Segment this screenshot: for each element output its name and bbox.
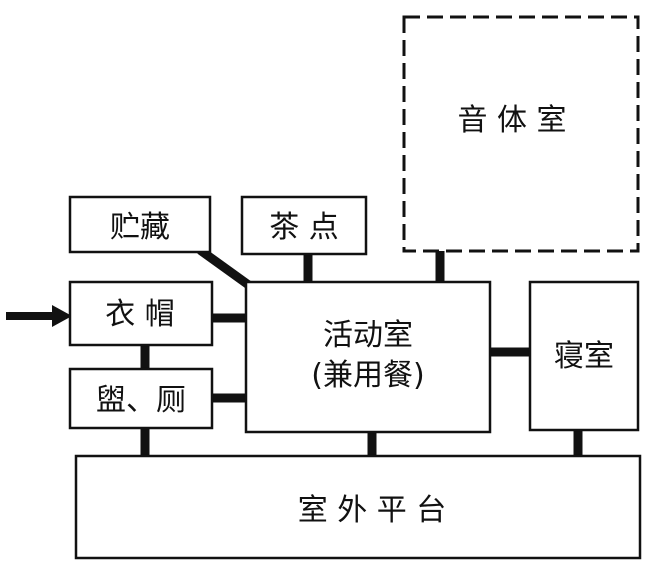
coats-box <box>68 280 214 347</box>
coats-label: 衣 帽 <box>105 297 175 332</box>
activity-room-box <box>244 280 492 434</box>
tea-label: 茶 点 <box>269 210 339 245</box>
link-storage-activity <box>197 246 253 290</box>
entrance-arrow-icon <box>6 305 72 327</box>
storage-label: 贮藏 <box>110 210 170 245</box>
terrace-label: 室 外 平 台 <box>298 493 447 528</box>
terrace-box <box>74 454 642 560</box>
activity-room-label: 活动室 <box>323 318 413 353</box>
music-room-label: 音 体 室 <box>457 103 566 138</box>
bedroom-box <box>528 280 640 432</box>
storage-box <box>68 195 212 254</box>
tea-box <box>240 195 368 256</box>
washroom-label: 盥、厕 <box>96 383 186 418</box>
music-room-box <box>402 15 640 253</box>
activity-room-sublabel: (兼用餐) <box>311 358 424 393</box>
bedroom-label: 寝室 <box>554 339 614 374</box>
washroom-box <box>68 367 214 430</box>
connectors <box>140 246 583 456</box>
